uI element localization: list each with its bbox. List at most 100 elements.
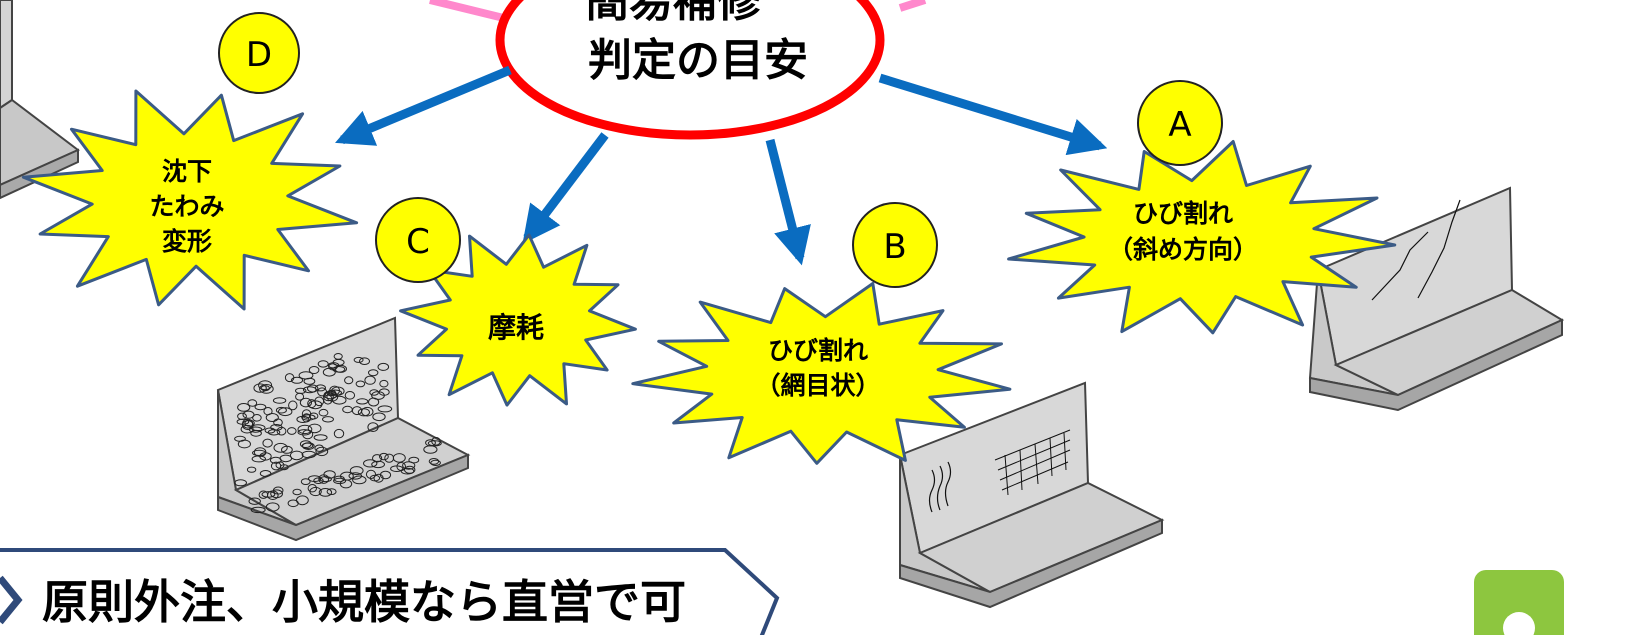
wear-mark bbox=[259, 470, 272, 477]
page-corner-tab[interactable] bbox=[1474, 570, 1564, 635]
wear-mark bbox=[276, 426, 287, 436]
wear-mark bbox=[288, 400, 298, 411]
node-d-line3: 変形 bbox=[162, 227, 212, 256]
wall-illustration-a bbox=[1308, 186, 1565, 412]
wear-mark bbox=[364, 375, 376, 385]
bottom-banner: 原則外注、小規模なら直営で可 bbox=[0, 548, 780, 635]
wear-mark bbox=[326, 392, 339, 402]
burst-layer bbox=[21, 89, 1397, 465]
wear-mark bbox=[275, 406, 287, 414]
wear-mark bbox=[367, 422, 379, 433]
wear-mark bbox=[301, 409, 312, 419]
wear-mark bbox=[332, 395, 347, 405]
wear-mark bbox=[356, 398, 369, 405]
wear-mark bbox=[272, 397, 287, 404]
wear-mark bbox=[307, 484, 317, 493]
wear-mark bbox=[301, 413, 312, 423]
wear-mark bbox=[379, 379, 389, 388]
wear-mark bbox=[246, 466, 257, 473]
chevron-right-icon bbox=[0, 575, 23, 625]
wear-mark bbox=[240, 424, 254, 434]
node-c: C 摩耗 bbox=[375, 197, 544, 344]
wear-mark bbox=[379, 452, 389, 461]
wear-mark bbox=[365, 469, 377, 479]
wear-mark bbox=[242, 410, 255, 419]
wear-mark bbox=[259, 384, 274, 394]
wear-mark bbox=[244, 419, 255, 427]
crack-lines-mesh bbox=[994, 429, 1071, 496]
center-title-line2: 判定の目安 bbox=[588, 35, 808, 86]
crack-lines-vertical bbox=[928, 461, 952, 513]
wear-mark bbox=[287, 427, 297, 435]
wear-mark bbox=[369, 389, 379, 396]
wear-mark bbox=[237, 403, 251, 412]
badge-b bbox=[852, 202, 938, 288]
wear-mark bbox=[368, 397, 380, 407]
burst-a bbox=[1007, 140, 1397, 335]
wear-mark bbox=[428, 458, 440, 465]
wear-mark bbox=[351, 406, 363, 416]
node-b-line2: （網目状） bbox=[755, 371, 880, 400]
wear-mark bbox=[263, 407, 273, 416]
wear-mark bbox=[248, 426, 263, 433]
node-c-line1: 摩耗 bbox=[488, 311, 544, 344]
burst-c bbox=[399, 233, 637, 407]
arrow-to-d bbox=[335, 65, 512, 146]
wear-mark bbox=[326, 488, 337, 496]
wear-mark bbox=[297, 429, 312, 436]
wear-pattern bbox=[234, 353, 442, 514]
wear-mark bbox=[253, 383, 267, 393]
wear-mark bbox=[352, 475, 367, 485]
wear-mark bbox=[318, 488, 333, 497]
wear-mark bbox=[307, 423, 322, 434]
wear-mark bbox=[427, 440, 442, 447]
wear-mark bbox=[247, 399, 258, 407]
wear-mark bbox=[363, 459, 378, 468]
badge-c-text: C bbox=[406, 222, 430, 262]
arrows bbox=[335, 65, 1108, 266]
wear-mark bbox=[359, 357, 370, 366]
wear-mark bbox=[318, 408, 329, 417]
wear-mark bbox=[270, 424, 283, 431]
wear-mark bbox=[308, 366, 320, 374]
center-title-line1: 簡易補修 bbox=[585, 0, 762, 27]
wear-mark bbox=[323, 470, 336, 479]
wear-mark bbox=[296, 495, 309, 506]
wear-mark bbox=[252, 414, 262, 422]
wear-mark bbox=[353, 356, 364, 363]
wear-mark bbox=[297, 424, 313, 435]
wear-mark bbox=[348, 472, 363, 480]
wear-mark bbox=[333, 477, 347, 485]
node-a-line1: ひび割れ bbox=[1133, 199, 1233, 228]
wear-mark bbox=[430, 459, 441, 466]
wear-mark bbox=[378, 388, 390, 396]
arrow-to-c bbox=[522, 132, 609, 245]
wall-illustration-d bbox=[0, 0, 80, 200]
wear-mark bbox=[270, 489, 284, 499]
wear-mark bbox=[273, 442, 288, 453]
wear-mark bbox=[372, 454, 383, 463]
node-a: A ひび割れ （斜め方向） bbox=[1108, 80, 1258, 264]
wear-mark bbox=[303, 377, 316, 385]
crack-lines-diagonal bbox=[1371, 199, 1461, 301]
wear-mark bbox=[404, 465, 416, 474]
badge-a-text: A bbox=[1168, 105, 1191, 145]
wear-mark bbox=[289, 450, 304, 461]
wear-mark bbox=[292, 488, 302, 496]
wall-illustration-b bbox=[898, 381, 1165, 609]
wear-mark bbox=[301, 442, 314, 449]
wear-mark bbox=[328, 389, 342, 396]
wear-mark bbox=[344, 391, 356, 400]
wear-mark bbox=[248, 497, 261, 505]
wear-mark bbox=[402, 461, 416, 470]
banner-text: 原則外注、小規模なら直営で可 bbox=[42, 575, 686, 629]
wear-mark bbox=[384, 453, 395, 463]
wear-mark bbox=[259, 452, 272, 461]
wear-mark bbox=[408, 456, 420, 464]
badge-d-text: D bbox=[246, 35, 272, 75]
wear-mark bbox=[322, 416, 334, 423]
node-b-line1: ひび割れ bbox=[768, 336, 868, 365]
wear-mark bbox=[317, 360, 329, 368]
wear-mark bbox=[299, 397, 312, 408]
